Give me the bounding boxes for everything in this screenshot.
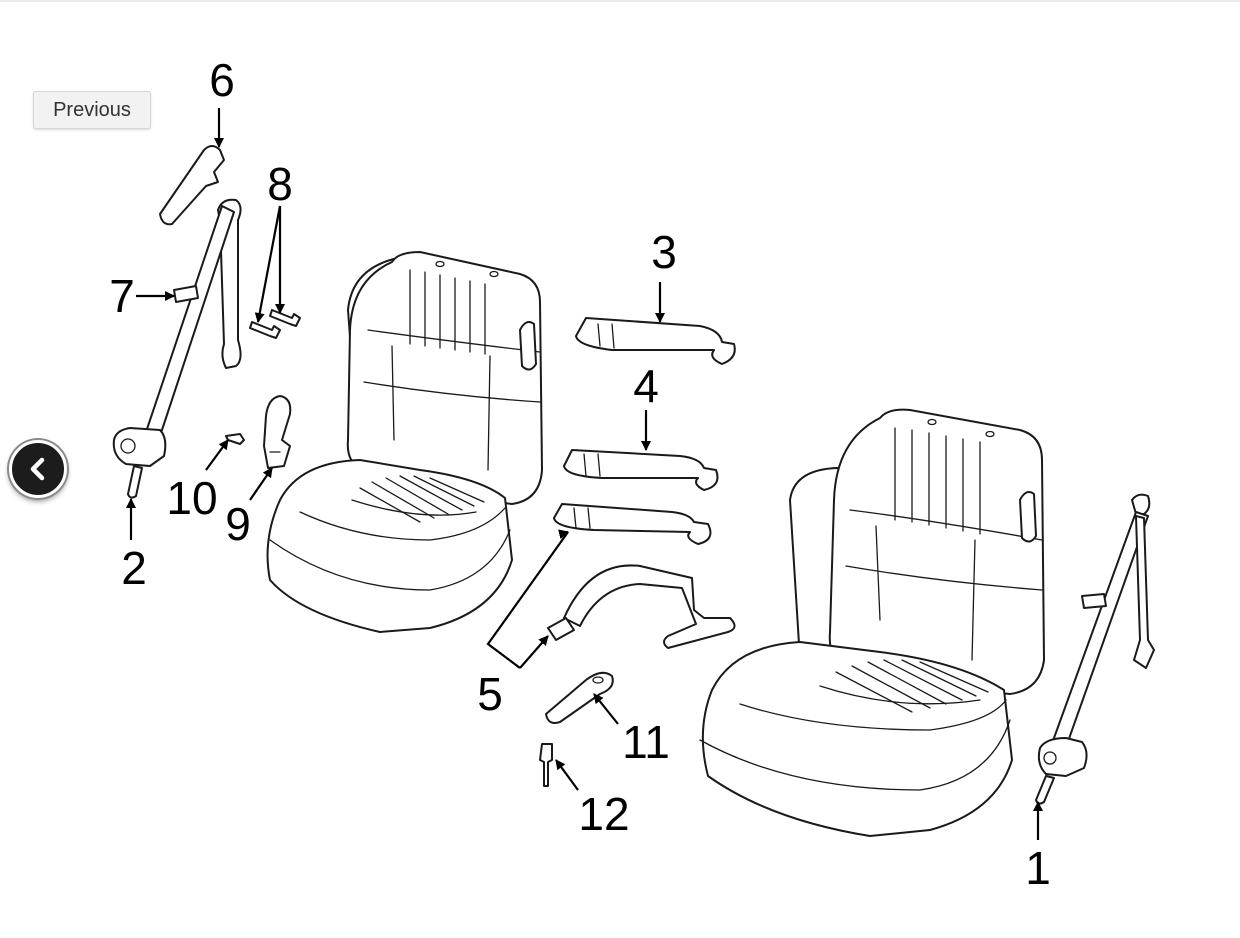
callout-2: 2 bbox=[121, 542, 147, 594]
callout-3: 3 bbox=[651, 226, 677, 278]
part-4-bracket bbox=[563, 449, 719, 491]
left-seat bbox=[266, 251, 543, 633]
part-3-bracket bbox=[575, 317, 736, 365]
callout-6: 6 bbox=[209, 54, 235, 106]
part-1-right-belt-assembly bbox=[1035, 493, 1155, 805]
part-11-anchor-tab bbox=[545, 671, 614, 724]
right-seat bbox=[699, 408, 1045, 837]
callout-leaders bbox=[126, 108, 1043, 840]
part-5-bracket-and-belt bbox=[547, 503, 736, 649]
callout-4: 4 bbox=[633, 360, 659, 412]
callout-7: 7 bbox=[109, 270, 135, 322]
part-9-buckle bbox=[263, 395, 292, 469]
part-2-7-left-belt-assembly bbox=[112, 198, 242, 499]
callout-12: 12 bbox=[578, 788, 629, 840]
part-6-belt-guide bbox=[159, 145, 225, 226]
chevron-left-icon bbox=[30, 457, 45, 481]
callout-11: 11 bbox=[622, 716, 670, 768]
callout-9: 9 bbox=[225, 498, 251, 550]
carousel-prev-button[interactable] bbox=[9, 440, 67, 498]
callout-10: 10 bbox=[166, 472, 217, 524]
part-10-screw bbox=[225, 433, 245, 445]
top-divider bbox=[0, 0, 1240, 2]
part-12-pin bbox=[539, 743, 553, 787]
callout-5: 5 bbox=[477, 668, 503, 720]
part-8-bolts bbox=[249, 309, 301, 339]
callout-1: 1 bbox=[1025, 842, 1051, 894]
previous-button[interactable]: Previous bbox=[33, 91, 151, 129]
callout-8: 8 bbox=[267, 158, 293, 210]
